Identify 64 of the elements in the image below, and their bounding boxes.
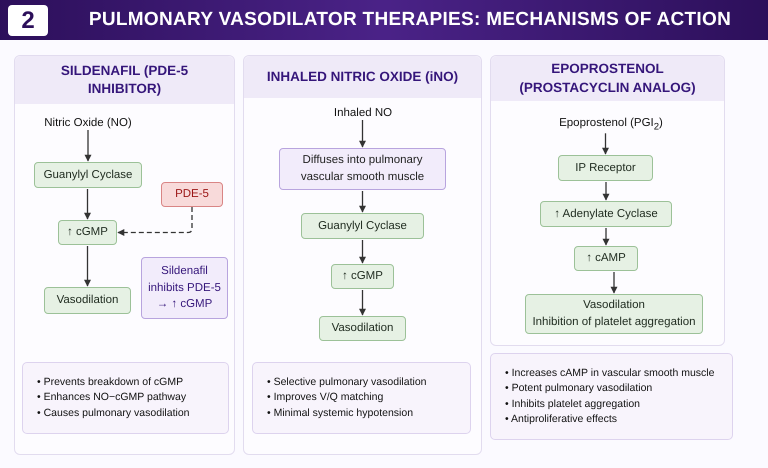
arrow xyxy=(359,191,366,213)
panel-header: SILDENAFIL (PDE-5 INHIBITOR) xyxy=(15,56,234,104)
step-number: 2 xyxy=(21,6,35,34)
box-text: ↑ cGMP xyxy=(67,225,108,240)
box-text: Sildenafil inhibits PDE-5 → ↑ cGMP xyxy=(148,264,221,312)
arrow xyxy=(117,207,193,236)
number-badge xyxy=(8,5,48,36)
bullet-item: • Antiproliferative effects xyxy=(505,412,618,427)
therapy-panel xyxy=(14,55,235,455)
box-text: PDE-5 xyxy=(175,187,209,202)
bullet-item: • Causes pulmonary vasodilation xyxy=(37,406,190,421)
therapy-panel xyxy=(490,55,725,346)
bullet-item: • Increases cAMP in vascular smooth muscle xyxy=(505,366,714,382)
arrow xyxy=(84,189,91,220)
process-box xyxy=(44,287,131,314)
bullet-item: • Prevents breakdown of cGMP xyxy=(37,375,184,390)
panel-header: EPOPROSTENOL (PROSTACYCLIN ANALOG) xyxy=(491,56,724,101)
arrow xyxy=(84,246,91,287)
text-label: Epoprostenol (PGI$_{2}$) xyxy=(541,117,681,132)
arrow xyxy=(359,120,366,148)
note-box xyxy=(141,257,228,319)
box-text: ↑ Adenylate Cyclase xyxy=(554,206,658,222)
arrow xyxy=(84,130,92,162)
box-text: Vasodilation xyxy=(583,298,645,314)
arrow xyxy=(602,228,610,246)
arrow xyxy=(359,290,366,316)
panel-header: INHALED NITRIC OXIDE (iNO) xyxy=(244,56,481,98)
summary-box xyxy=(22,362,229,434)
arrow xyxy=(359,240,366,264)
box-text: ↑ cAMP xyxy=(586,251,626,266)
process-box xyxy=(574,246,638,271)
therapy-panel xyxy=(243,55,482,455)
enzyme-box xyxy=(161,182,223,207)
bullet-item: • Inhibits platelet aggregation xyxy=(505,396,642,412)
box-subtext: Inhibition of platelet aggregation xyxy=(532,315,696,330)
bullet-item: • Selective pulmonary vasodilation xyxy=(267,375,427,390)
box-text: Guanylyl Cyclase xyxy=(44,168,132,183)
arrow xyxy=(610,272,618,294)
process-box xyxy=(34,162,142,188)
process-box xyxy=(301,213,424,239)
bullet-item: • Minimal systemic hypotension xyxy=(267,406,414,421)
box-text: ↑ cGMP xyxy=(342,269,383,284)
process-box xyxy=(558,155,653,181)
process-box xyxy=(540,201,672,227)
box-text: Guanylyl Cyclase xyxy=(318,218,407,234)
bullet-item: • Enhances NO−cGMP pathway xyxy=(37,390,188,406)
box-text: Vasodilation xyxy=(332,321,394,336)
process-box xyxy=(279,148,446,190)
summary-box xyxy=(490,353,733,440)
process-box xyxy=(331,264,394,289)
arrow xyxy=(602,182,610,201)
summary-box xyxy=(252,362,471,434)
process-box xyxy=(319,316,406,341)
process-box xyxy=(525,294,703,334)
process-box xyxy=(58,220,117,245)
box-text: IP Receptor xyxy=(575,160,636,176)
box-text: Vasodilation xyxy=(56,293,118,308)
text-label: Nitric Oxide (NO) xyxy=(28,117,148,129)
text-label: Inhaled NO xyxy=(313,107,413,119)
arrow xyxy=(602,133,609,155)
bullet-item: • Improves V/Q matching xyxy=(267,390,384,406)
bullet-item: • Potent pulmonary vasodilation xyxy=(505,381,654,396)
box-text: Diffuses into pulmonary vascular smooth muscle xyxy=(300,153,426,185)
title: PULMONARY VASODILATOR THERAPIES: MECHANISMS OF ACTION xyxy=(88,8,732,32)
